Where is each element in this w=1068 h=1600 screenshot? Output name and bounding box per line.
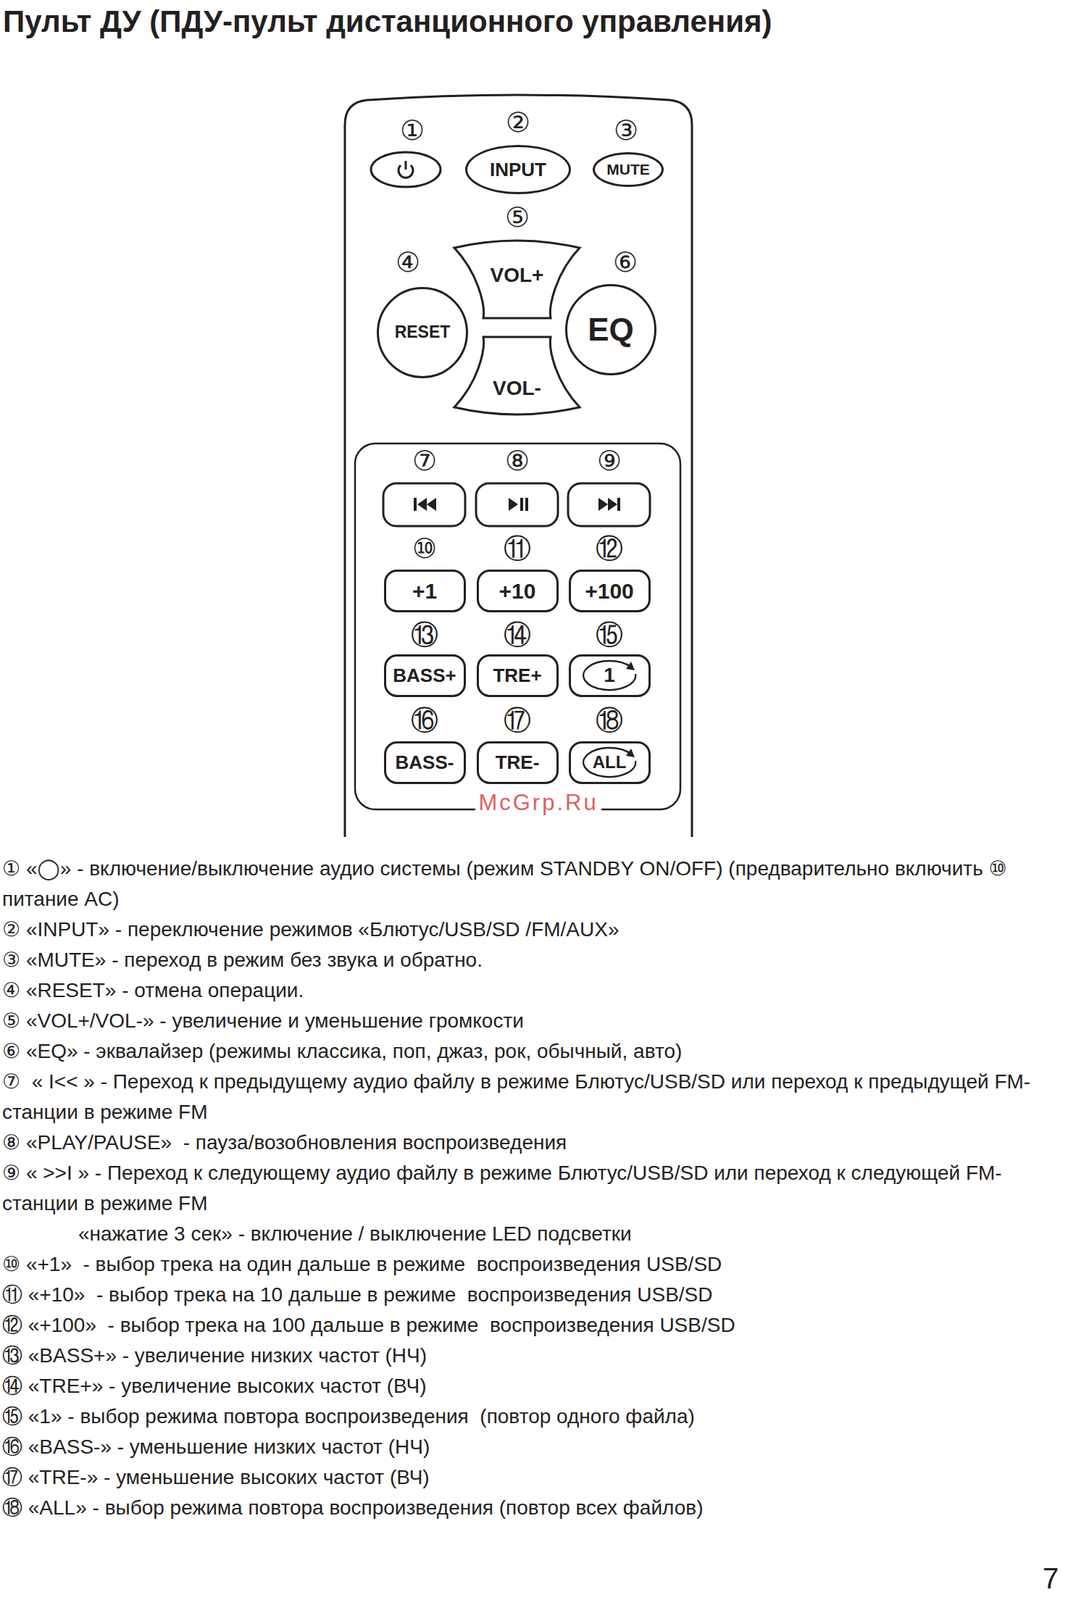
callout-number: ⑱ xyxy=(595,706,624,734)
description-item: ③ «MUTE» - переход в режим без звука и о… xyxy=(2,944,1065,976)
bass-up-button: BASS+ xyxy=(384,654,466,698)
repeat-arrow xyxy=(583,747,636,777)
description-item: ⑯ «BASS-» - уменьшение низких частот (НЧ… xyxy=(2,1431,1065,1463)
description-item: ⑤ «VOL+/VOL-» - увеличение и уменьшение … xyxy=(2,1005,1065,1037)
next-icon xyxy=(617,497,621,511)
repeat-one-arc xyxy=(583,660,636,690)
callout-number: ⑰ xyxy=(503,706,532,734)
button-panel xyxy=(355,443,681,810)
description-item: ① «◯» - включение/выключение аудио систе… xyxy=(2,853,1065,915)
treble-down-button: TRE- xyxy=(476,741,559,784)
description-list: ① «◯» - включение/выключение аудио систе… xyxy=(2,853,1065,1524)
next-button xyxy=(568,483,650,527)
input-button: INPUT xyxy=(465,144,571,195)
button-label: INPUT xyxy=(489,159,547,181)
button-label: +100 xyxy=(584,578,634,603)
pause-icon xyxy=(525,497,529,511)
description-item: ② «INPUT» - переключение режимов «Блютус… xyxy=(2,914,1065,945)
button-label: ALL xyxy=(592,752,627,772)
prev-icon xyxy=(417,497,437,511)
description-item: ⑩ «+1» - выбор трека на один дальше в ре… xyxy=(2,1249,1065,1280)
description-item: ⑪ «+10» - выбор трека на 10 дальше в реж… xyxy=(2,1279,1065,1311)
next-icon xyxy=(598,497,618,511)
page-title: Пульт ДУ (ПДУ-пульт дистанционного управ… xyxy=(2,4,772,40)
button-label: BASS+ xyxy=(392,665,456,687)
bass-down-button: BASS- xyxy=(384,741,466,784)
description-note: «нажатие 3 сек» - включение / выключение… xyxy=(2,1218,1065,1250)
pause-icon xyxy=(520,497,524,511)
repeat-one-button: 1 xyxy=(568,654,651,698)
button-label: VOL- xyxy=(447,377,587,400)
volume-key-outline xyxy=(454,336,580,415)
next-button-outline xyxy=(568,483,650,527)
repeat-arrow xyxy=(583,660,636,690)
eq-button: EQ xyxy=(565,284,657,376)
plus-ten-button: +10 xyxy=(476,569,559,613)
button-label: +10 xyxy=(499,578,537,603)
description-item: ⑮ «1» - выбор режима повтора воспроизвед… xyxy=(2,1401,1065,1432)
watermark: McGrp.Ru xyxy=(475,791,601,814)
button-label: MUTE xyxy=(606,160,650,178)
repeat-arrowhead xyxy=(626,661,635,671)
button-label: TRE+ xyxy=(492,665,542,687)
callout-number: ⑥ xyxy=(612,248,638,277)
power-symbol-bar xyxy=(405,160,408,170)
power-button-outline xyxy=(370,152,441,187)
repeat-arrowhead xyxy=(626,748,635,758)
play-pause-button xyxy=(476,483,558,527)
plus-one-button: +1 xyxy=(384,569,466,613)
play-icon xyxy=(508,497,519,511)
power-button xyxy=(370,152,441,187)
description-item: ⑱ «ALL» - выбор режима повтора воспроизв… xyxy=(2,1492,1065,1524)
page-number: 7 xyxy=(1042,1563,1059,1593)
repeat-all-arc xyxy=(583,747,636,777)
callout-number: ⑭ xyxy=(503,620,532,649)
callout-number: ⑬ xyxy=(410,620,439,649)
callout-number: ④ xyxy=(395,248,421,277)
description-item: ④ «RESET» - отмена операции. xyxy=(2,975,1065,1006)
prev-icon xyxy=(413,497,417,511)
play-button-outline xyxy=(476,483,558,527)
callout-number: ⑪ xyxy=(503,534,532,563)
reset-button: RESET xyxy=(376,286,469,379)
button-label: 1 xyxy=(603,664,616,687)
callout-number: ⑯ xyxy=(410,706,439,734)
description-item: ⑫ «+100» - выбор трека на 100 дальше в р… xyxy=(2,1310,1065,1341)
description-item: ⑬ «BASS+» - увеличение низких частот (НЧ… xyxy=(2,1340,1065,1371)
plus-hundred-button: +100 xyxy=(568,569,651,613)
callout-number: ⑫ xyxy=(595,534,624,563)
description-item: ⑦ « I<< » - Переход к предыдущему аудио … xyxy=(2,1066,1065,1128)
description-item: ⑭ «TRE+» - увеличение высоких частот (ВЧ… xyxy=(2,1370,1065,1402)
button-label: BASS- xyxy=(395,752,455,774)
repeat-all-button: ALL xyxy=(568,741,651,784)
description-item: ⑧ «PLAY/PAUSE» - пауза/возобновления вос… xyxy=(2,1127,1065,1158)
callout-number: ⑨ xyxy=(597,447,622,475)
treble-up-button: TRE+ xyxy=(476,654,559,698)
description-item: ⑥ «EQ» - эквалайзер (режимы классика, по… xyxy=(2,1036,1065,1067)
prev-button-outline xyxy=(383,483,466,527)
callout-number: ③ xyxy=(613,116,639,145)
button-label: TRE- xyxy=(495,752,540,774)
callout-number: ⑩ xyxy=(412,534,437,563)
callout-number: ② xyxy=(505,108,531,137)
callout-number: ⑧ xyxy=(505,447,530,475)
description-item: ⑰ «TRE-» - уменьшение высоких частот (ВЧ… xyxy=(2,1462,1065,1493)
description-item: ⑨ « >>I » - Переход к следующему аудио ф… xyxy=(2,1157,1065,1219)
callout-number: ① xyxy=(399,116,425,145)
prev-button xyxy=(383,483,466,527)
mute-button: MUTE xyxy=(592,152,664,187)
button-label: VOL+ xyxy=(447,264,587,287)
remote-body xyxy=(344,94,692,837)
button-label: +1 xyxy=(412,578,437,603)
button-label: EQ xyxy=(587,312,634,348)
callout-number: ⑦ xyxy=(412,447,437,475)
callout-number: ⑤ xyxy=(505,203,530,232)
button-label: RESET xyxy=(394,323,451,342)
callout-number: ⑮ xyxy=(595,620,624,649)
